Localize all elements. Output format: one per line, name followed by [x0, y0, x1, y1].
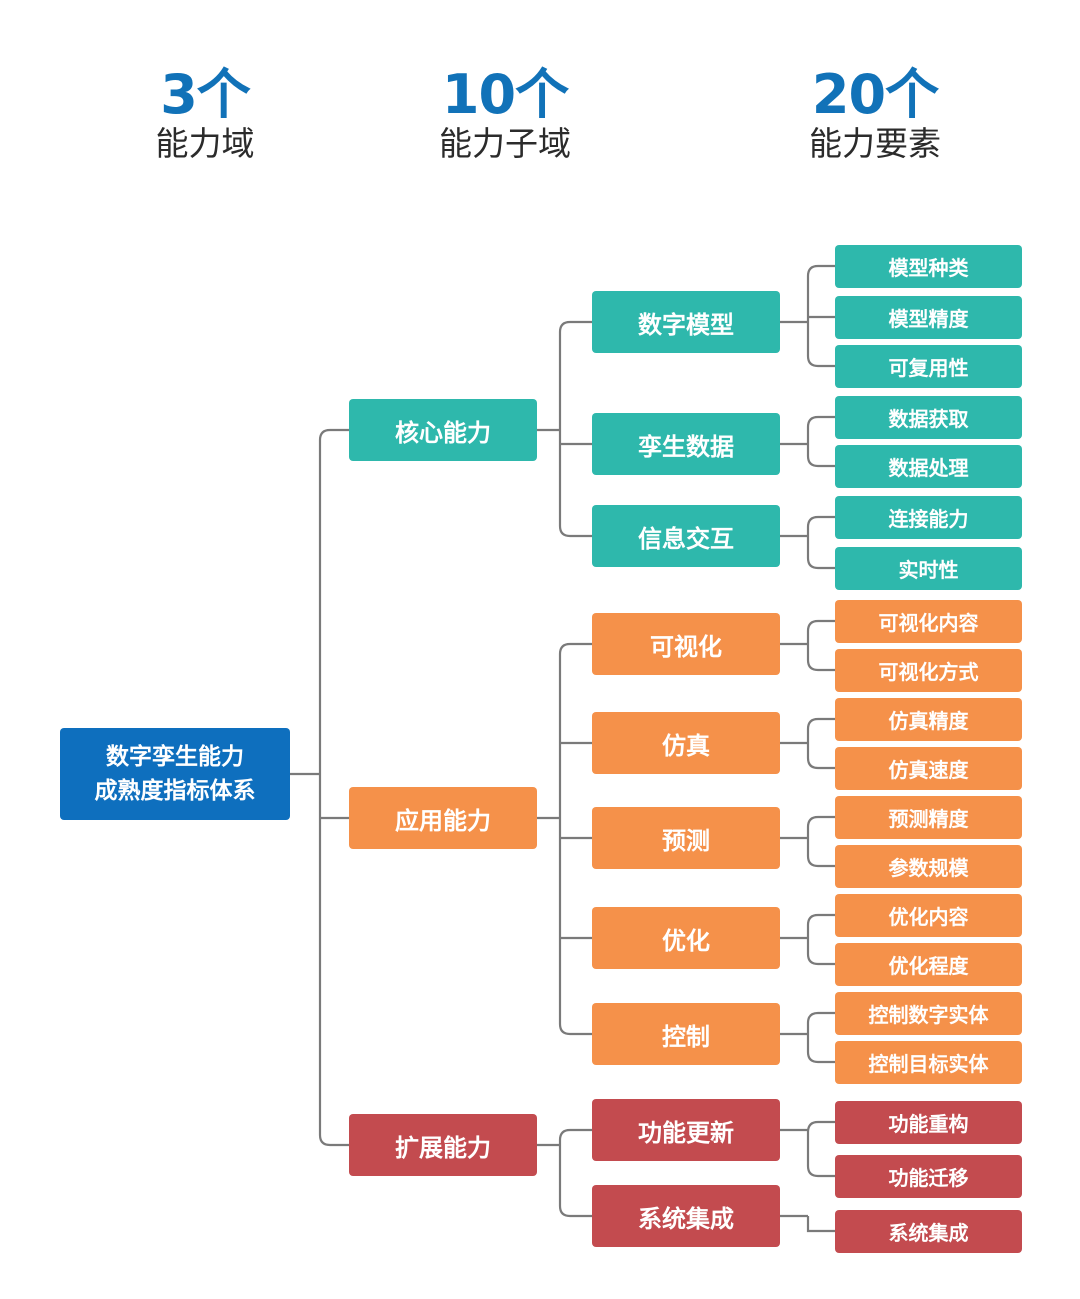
element-node: 控制目标实体 [835, 1040, 1022, 1084]
domain-connector-branch [558, 1205, 592, 1218]
root-connector-branch [318, 428, 349, 441]
subdomain-node: 数字模型 [592, 291, 780, 353]
stat-subdomains-label: 能力子域 [439, 124, 571, 163]
element-node: 数据处理 [835, 444, 1022, 488]
element-node: 可视化内容 [835, 599, 1022, 643]
domain-connector-branch [558, 1128, 592, 1141]
subdomain-connector-branch [806, 757, 835, 770]
subdomain-connector-branch [806, 1051, 835, 1064]
subdomain-node: 控制 [592, 1003, 780, 1065]
subdomain-node: 系统集成 [592, 1185, 780, 1247]
subdomain-connector-branch [806, 264, 835, 277]
subdomain-connector-branch [806, 1120, 835, 1133]
subdomain-connector-branch [806, 455, 835, 468]
subdomain-connector-branch [806, 355, 835, 368]
element-node: 控制数字实体 [835, 991, 1022, 1035]
element-node: 系统集成 [835, 1209, 1022, 1253]
element-node: 可视化方式 [835, 648, 1022, 692]
subdomain-connector-branch [806, 557, 835, 570]
domain-node: 应用能力 [349, 787, 537, 849]
domain-connector-branch [558, 525, 592, 538]
subdomain-node: 预测 [592, 807, 780, 869]
element-node: 可复用性 [835, 344, 1022, 388]
domain-connector-branch [558, 1023, 592, 1036]
element-node: 优化内容 [835, 893, 1022, 937]
element-node: 仿真精度 [835, 697, 1022, 741]
element-node: 功能迁移 [835, 1154, 1022, 1198]
subdomain-connector-branch [806, 913, 835, 926]
subdomain-connector-branch [806, 1216, 835, 1233]
stat-domains: 3个 能力域 [120, 66, 290, 164]
stat-domains-label: 能力域 [155, 124, 255, 163]
subdomain-node: 孪生数据 [592, 413, 780, 475]
stat-subdomains-count: 10个 [441, 63, 569, 126]
domain-connector-branch [558, 320, 592, 333]
subdomain-node: 仿真 [592, 712, 780, 774]
subdomain-connector-branch [806, 1011, 835, 1024]
element-node: 模型种类 [835, 244, 1022, 288]
subdomain-node: 功能更新 [592, 1099, 780, 1161]
root-node: 数字孪生能力 成熟度指标体系 [60, 728, 290, 820]
subdomain-node: 优化 [592, 907, 780, 969]
subdomain-connector-branch [806, 619, 835, 632]
element-node: 功能重构 [835, 1100, 1022, 1144]
subdomain-connector-branch [806, 855, 835, 868]
domain-node: 扩展能力 [349, 1114, 537, 1176]
subdomain-node: 信息交互 [592, 505, 780, 567]
subdomain-node: 可视化 [592, 613, 780, 675]
subdomain-connector-branch [806, 659, 835, 672]
domain-node: 核心能力 [349, 399, 537, 461]
element-node: 连接能力 [835, 495, 1022, 539]
stat-elements: 20个 能力要素 [770, 66, 980, 164]
stat-domains-count: 3个 [160, 63, 251, 126]
element-node: 仿真速度 [835, 746, 1022, 790]
subdomain-connector-branch [806, 515, 835, 528]
domain-connector-branch [558, 642, 592, 655]
element-node: 优化程度 [835, 942, 1022, 986]
element-node: 数据获取 [835, 395, 1022, 439]
subdomain-connector-branch [806, 717, 835, 730]
root-connector-branch [318, 1134, 349, 1147]
stat-subdomains: 10个 能力子域 [405, 66, 605, 164]
subdomain-connector-branch [806, 815, 835, 828]
element-node: 预测精度 [835, 795, 1022, 839]
subdomain-connector-branch [806, 953, 835, 966]
subdomain-connector-branch [806, 1165, 835, 1178]
element-node: 模型精度 [835, 295, 1022, 339]
element-node: 参数规模 [835, 844, 1022, 888]
stat-elements-count: 20个 [811, 63, 939, 126]
subdomain-connector-branch [806, 415, 835, 428]
element-node: 实时性 [835, 546, 1022, 590]
stat-elements-label: 能力要素 [809, 124, 941, 163]
